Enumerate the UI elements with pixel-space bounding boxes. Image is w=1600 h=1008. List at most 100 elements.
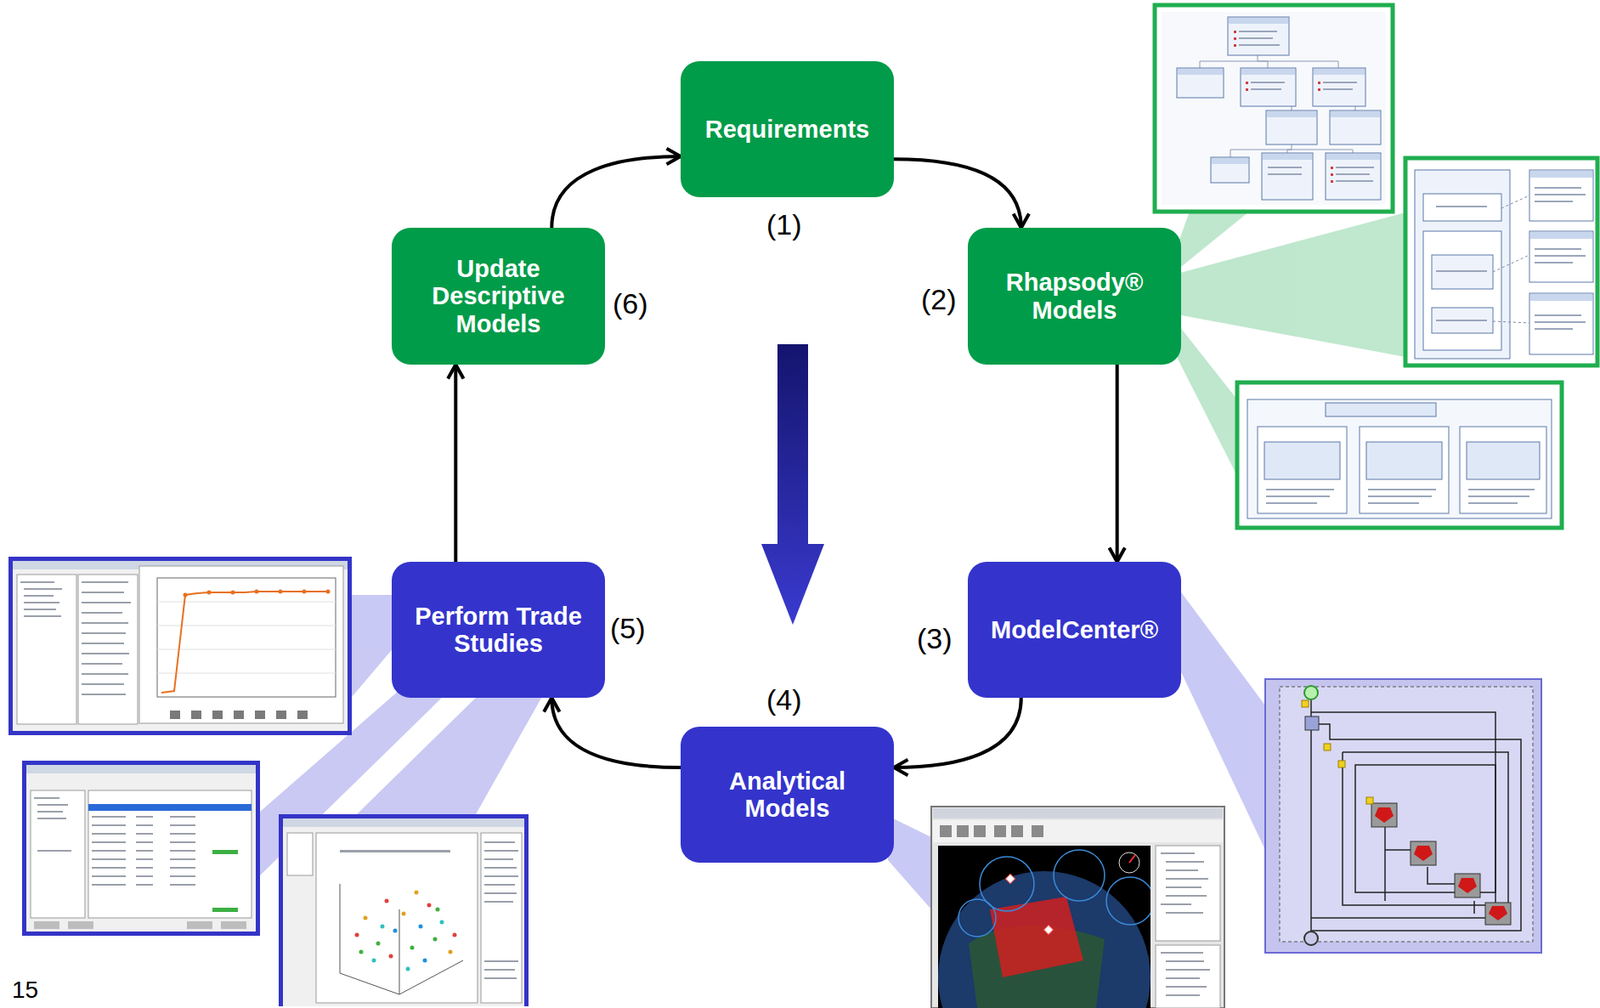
trade-screenshot bbox=[23, 594, 54, 597]
uml-screenshot bbox=[1250, 88, 1282, 91]
simulation-screenshot bbox=[1165, 911, 1204, 914]
simulation-screenshot bbox=[932, 808, 1223, 819]
trade-table-screenshot bbox=[33, 921, 60, 929]
uml-screenshot bbox=[1266, 110, 1318, 145]
uml-screenshot bbox=[1177, 17, 1380, 164]
parametric-screenshot bbox=[1530, 170, 1593, 178]
trade-table-screenshot bbox=[91, 815, 126, 818]
parametric-screenshot bbox=[1534, 321, 1586, 323]
requirement-screenshot bbox=[1468, 502, 1518, 504]
uml-screenshot bbox=[1322, 81, 1357, 84]
step-title: Analytical Models bbox=[694, 767, 881, 823]
simulation-screenshot bbox=[958, 898, 996, 937]
trade-screenshot bbox=[254, 710, 266, 719]
simulation-screenshot bbox=[1165, 894, 1207, 897]
trade-table-screenshot bbox=[37, 810, 63, 813]
simulation-screenshot bbox=[932, 819, 1223, 843]
trade-screenshot bbox=[81, 591, 125, 594]
scatter-screenshot bbox=[448, 949, 453, 955]
trade-table-screenshot bbox=[169, 883, 196, 886]
trade-table-screenshot bbox=[91, 858, 126, 860]
simulation-screenshot bbox=[1053, 849, 1105, 901]
scatter-screenshot bbox=[287, 832, 313, 876]
requirement-screenshot bbox=[1368, 495, 1432, 498]
step-box: Update Descriptive Models bbox=[391, 227, 605, 365]
parametric-screenshot bbox=[1423, 231, 1502, 351]
simulation-screenshot bbox=[1129, 854, 1136, 863]
trade-table-screenshot bbox=[37, 817, 67, 820]
uml-screenshot bbox=[1241, 68, 1295, 75]
parametric-screenshot bbox=[1534, 314, 1582, 317]
page-number: 15 bbox=[11, 976, 39, 1004]
scatter-screenshot bbox=[316, 832, 478, 1003]
scatter-screenshot bbox=[282, 818, 525, 827]
central-arrow bbox=[761, 344, 825, 625]
simulation-screenshot bbox=[938, 870, 1151, 1008]
trade-screenshot bbox=[12, 560, 348, 731]
uml-screenshot bbox=[1161, 11, 1386, 205]
workflow-screenshot bbox=[1304, 931, 1318, 945]
simulation-screenshot bbox=[1043, 924, 1053, 934]
simulation-screenshot bbox=[973, 825, 986, 837]
uml-screenshot bbox=[1325, 152, 1381, 200]
trade-table-screenshot bbox=[212, 849, 238, 854]
uml-screenshot bbox=[1240, 67, 1296, 107]
trade-screenshot bbox=[23, 601, 60, 604]
workflow-screenshot bbox=[1323, 743, 1331, 751]
requirement-screenshot bbox=[1468, 495, 1530, 498]
trade-table-screenshot bbox=[91, 824, 126, 826]
trade-table-screenshot bbox=[169, 875, 196, 877]
trade-screenshot bbox=[139, 565, 344, 724]
requirement-screenshot bbox=[1368, 488, 1437, 491]
green-beam bbox=[1176, 212, 1406, 357]
workflow-screenshot bbox=[1458, 877, 1477, 894]
trade-table-screenshot bbox=[135, 858, 153, 860]
scatter-screenshot bbox=[484, 892, 517, 894]
simulation-screenshot bbox=[1165, 968, 1210, 971]
trade-screenshot bbox=[81, 611, 123, 614]
trade-table-screenshot bbox=[33, 797, 196, 886]
parametric-screenshot bbox=[1436, 186, 1586, 330]
parametric-screenshot bbox=[1431, 307, 1493, 334]
step-box: Requirements bbox=[680, 61, 894, 198]
simulation-screenshot bbox=[1005, 873, 1015, 883]
trade-table-screenshot bbox=[91, 883, 126, 886]
parametric-screenshot bbox=[1492, 195, 1530, 323]
uml-screenshot bbox=[1233, 30, 1237, 34]
workflow-screenshot bbox=[1371, 802, 1511, 925]
trade-screenshot bbox=[302, 589, 307, 594]
trade-table-screenshot bbox=[22, 760, 261, 936]
flow-arrow bbox=[551, 697, 681, 768]
scatter-screenshot bbox=[435, 907, 441, 912]
uml-screenshot bbox=[1317, 81, 1321, 85]
trade-table-screenshot bbox=[169, 866, 196, 869]
step-title: Rhapsody® Models bbox=[981, 268, 1168, 324]
trade-screenshot bbox=[161, 591, 328, 693]
trade-screenshot bbox=[81, 581, 129, 583]
uml-screenshot bbox=[1335, 173, 1370, 176]
step-box: Rhapsody® Models bbox=[967, 227, 1182, 365]
trade-screenshot bbox=[20, 581, 131, 696]
uml-screenshot bbox=[1267, 166, 1302, 169]
parametric-screenshot bbox=[1529, 169, 1594, 221]
simulation-screenshot bbox=[1005, 873, 1053, 934]
trade-table-screenshot bbox=[135, 824, 153, 826]
workflow-screenshot bbox=[1265, 678, 1542, 953]
uml-screenshot bbox=[1322, 88, 1353, 91]
workflow-screenshot bbox=[1413, 845, 1433, 861]
blue-beam bbox=[351, 594, 396, 697]
parametric-screenshot bbox=[1405, 158, 1598, 366]
uml-screenshot bbox=[1326, 153, 1380, 160]
parametric-screenshot bbox=[1534, 248, 1582, 250]
trade-screenshot bbox=[183, 593, 188, 598]
trade-table-screenshot bbox=[67, 921, 94, 929]
trade-table-screenshot bbox=[91, 841, 126, 843]
scatter-screenshot bbox=[418, 924, 424, 929]
trade-screenshot bbox=[81, 672, 129, 675]
workflow-screenshot bbox=[1374, 807, 1394, 823]
scatter-screenshot bbox=[440, 920, 445, 925]
parametric-screenshot bbox=[1436, 205, 1487, 208]
trade-table-screenshot bbox=[169, 849, 196, 852]
scatter-screenshot bbox=[363, 915, 368, 921]
